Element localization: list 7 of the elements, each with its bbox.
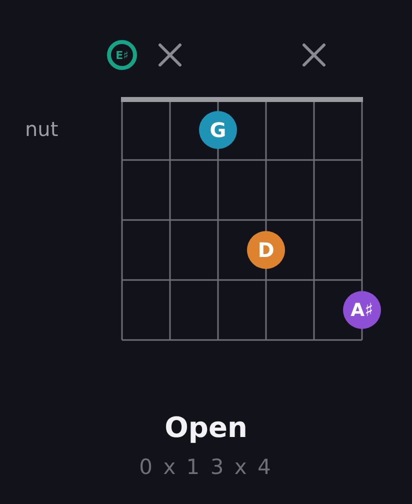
nut-label: nut <box>25 119 58 139</box>
chord-title: Open <box>164 414 248 442</box>
finger-dot: D <box>247 231 285 269</box>
finger-dot: A♯ <box>343 291 381 329</box>
open-string-ring: E♯ <box>107 40 137 70</box>
finger-dot: G <box>199 111 237 149</box>
fret-caption: 0 x 1 3 x 4 <box>139 457 273 478</box>
